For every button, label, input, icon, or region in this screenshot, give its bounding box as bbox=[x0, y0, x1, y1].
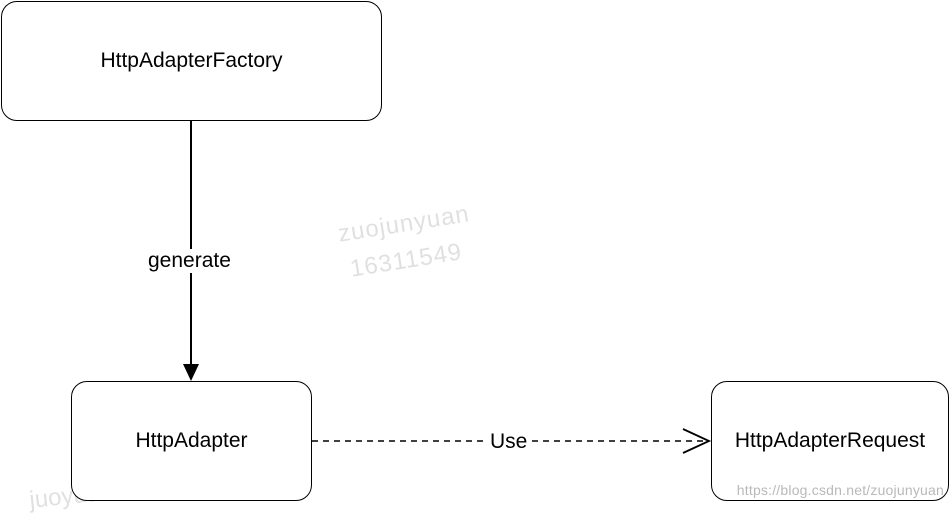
edge-label-generate: generate bbox=[144, 249, 235, 273]
node-http-adapter-request[interactable]: HttpAdapterRequest bbox=[711, 381, 949, 501]
generate-edge-arrowhead bbox=[183, 364, 199, 381]
node-http-adapter-factory[interactable]: HttpAdapterFactory bbox=[1, 1, 382, 121]
node-http-adapter[interactable]: HttpAdapter bbox=[71, 381, 312, 501]
node-label: HttpAdapterRequest bbox=[734, 429, 926, 452]
node-label: HttpAdapterFactory bbox=[100, 49, 283, 72]
node-label: HttpAdapter bbox=[135, 429, 248, 452]
blog-url-watermark: https://blog.csdn.net/zuojunyuan bbox=[736, 482, 944, 498]
use-edge-arrowhead bbox=[682, 428, 712, 454]
edge-label-use: Use bbox=[486, 430, 532, 454]
